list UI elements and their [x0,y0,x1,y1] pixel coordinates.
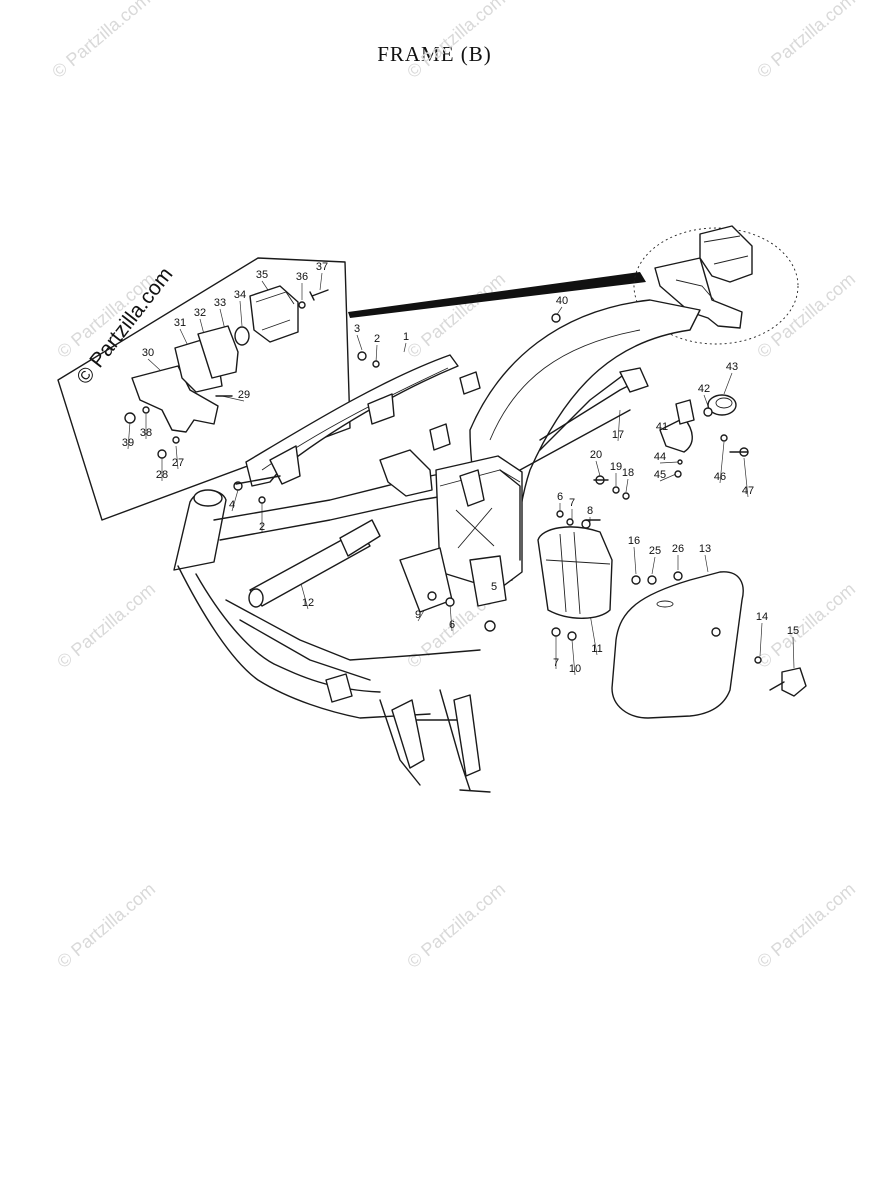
page-title: FRAME (B) [377,42,492,66]
callout-label-42: 42 [698,383,710,395]
callout-lead-34 [239,300,243,327]
callout-label-41: 41 [656,421,668,433]
callout-lead-13 [704,554,709,573]
callout-label-2: 2 [374,333,380,345]
callout-label-29: 29 [238,389,250,401]
callout-lead-30 [147,358,161,371]
callout-label-6: 6 [557,491,563,503]
callout-label-30: 30 [142,347,154,359]
callout-lead-44 [659,461,679,464]
callout-label-39: 39 [122,437,134,449]
callout-label-38: 38 [140,427,152,439]
watermark-text: © Partzilla.com [48,0,154,82]
callout-label-46: 46 [714,471,726,483]
watermark-text: © Partzilla.com [753,879,859,972]
callout-label-14: 14 [756,611,768,623]
callout-label-9: 9 [415,609,421,621]
callout-label-2: 2 [259,521,265,533]
callout-lead-45 [659,473,677,482]
callout-label-5: 5 [491,581,497,593]
zoomed-bracket [654,225,753,329]
watermark-text: © Partzilla.com [753,579,859,672]
callout-label-25: 25 [649,545,661,557]
callout-label-27: 27 [172,457,184,469]
callout-label-34: 34 [234,289,246,301]
callout-lead-6 [449,603,453,632]
callout-label-19: 19 [610,461,622,473]
callout-label-32: 32 [194,307,206,319]
callout-label-18: 18 [622,467,634,479]
callout-label-36: 36 [296,271,308,283]
callout-label-47: 47 [742,485,754,497]
callout-label-7: 7 [553,657,559,669]
callout-label-37: 37 [316,261,328,273]
callout-lead-3 [356,334,363,351]
watermark-text: © Partzilla.com [403,269,509,362]
watermark-text: © Partzilla.com [403,0,509,82]
callout-lead-47 [743,457,749,498]
callout-label-43: 43 [726,361,738,373]
watermark-text: © Partzilla.com [53,579,159,672]
callout-lead-37 [319,272,323,291]
callout-label-17: 17 [612,429,624,441]
callout-lead-46 [719,441,725,484]
callout-lead-39 [127,421,131,450]
callout-lead-29 [221,395,245,402]
callout-lead-16 [633,546,637,575]
callout-lead-15 [792,636,795,669]
callout-label-1: 1 [403,331,409,343]
callout-label-26: 26 [672,543,684,555]
callout-leads [127,272,795,676]
callout-label-12: 12 [302,597,314,609]
callout-label-6: 6 [449,619,455,631]
callout-lead-10 [571,639,576,676]
watermark-text: © Partzilla.com [753,0,859,82]
inset-frame [57,257,351,521]
callout-lead-42 [703,394,709,407]
callout-lead-20 [595,460,601,477]
detail-ellipse [633,227,799,345]
callout-lead-18 [625,478,629,493]
callout-label-33: 33 [214,297,226,309]
callout-label-8: 8 [587,505,593,517]
main-frame [173,299,807,793]
callout-label-7: 7 [569,497,575,509]
callout-lead-4 [231,489,239,512]
callout-lead-35 [261,280,269,291]
callout-label-13: 13 [699,543,711,555]
callout-label-45: 45 [654,469,666,481]
callout-label-15: 15 [787,625,799,637]
callout-lead-14 [759,622,763,657]
callout-lead-25 [651,556,656,575]
callout-lead-2 [375,344,378,363]
callout-lead-1 [403,342,407,353]
callout-label-10: 10 [569,663,581,675]
callout-label-3: 3 [354,323,360,335]
callout-label-35: 35 [256,269,268,281]
callout-label-11: 11 [591,643,602,655]
callout-label-40: 40 [556,295,568,307]
inset-parts [124,285,329,459]
watermark-text: © Partzilla.com [53,879,159,972]
callout-label-28: 28 [156,469,168,481]
callout-label-44: 44 [654,451,666,463]
callout-label-4: 4 [229,499,235,511]
callout-lead-11 [589,613,598,656]
detail-pointer [348,272,646,318]
callout-label-16: 16 [628,535,640,547]
watermark-text: © Partzilla.com [753,269,859,362]
callout-lead-43 [723,372,733,395]
callout-label-31: 31 [174,317,186,329]
callout-label-20: 20 [590,449,602,461]
callout-lead-27 [175,445,179,470]
watermark-text: © Partzilla.com [403,879,509,972]
